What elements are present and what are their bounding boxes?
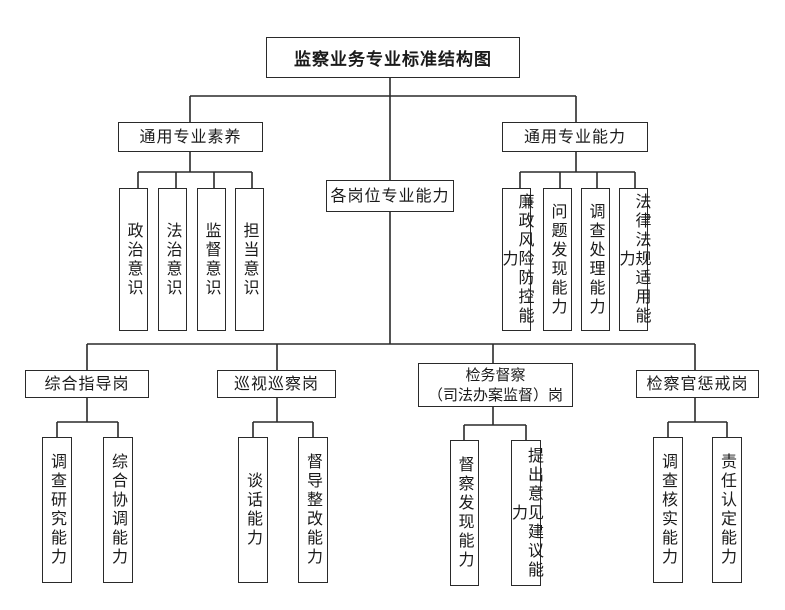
- post3-label-line1: 检务督察: [465, 366, 526, 384]
- post3-item-discovery: 督察发现能力: [450, 440, 479, 586]
- post4-item-verification: 调查核实能力: [653, 437, 683, 583]
- post-comprehensive-guidance: 综合指导岗: [25, 370, 149, 398]
- post4-item-responsibility: 责任认定能力: [712, 437, 742, 583]
- post1-item-research: 调查研究能力: [42, 437, 72, 583]
- ability-item-problem-discovery: 问题发现能力: [543, 188, 572, 331]
- post2-item-interview: 谈话能力: [238, 437, 268, 583]
- diagram-title: 监察业务专业标准结构图: [266, 37, 520, 78]
- ability-item-investigation: 调查处理能力: [581, 188, 610, 331]
- ability-item-integrity-risk: 廉政风险防控能力: [500, 188, 535, 331]
- post-procuratorial-supervision: 检务督察 （司法办案监督）岗: [418, 363, 573, 407]
- post-inspection-tour: 巡视巡察岗: [217, 370, 336, 398]
- general-ability-node: 通用专业能力: [502, 122, 648, 152]
- ability-item-law-application: 法律法规适用能力: [617, 188, 652, 331]
- post1-item-coordination: 综合协调能力: [103, 437, 133, 583]
- post-prosecutor-discipline: 检察官惩戒岗: [636, 370, 759, 398]
- quality-item-supervision: 监督意识: [197, 188, 226, 331]
- post3-item-suggestions: 提出意见建议能力: [509, 440, 544, 586]
- general-quality-node: 通用专业素养: [118, 122, 263, 152]
- post2-item-rectification: 督导整改能力: [298, 437, 328, 583]
- post-ability-node: 各岗位专业能力: [326, 180, 454, 212]
- post3-label-line2: （司法办案监督）岗: [427, 386, 563, 404]
- quality-item-political: 政治意识: [119, 188, 148, 331]
- quality-item-responsibility: 担当意识: [235, 188, 264, 331]
- quality-item-rule-of-law: 法治意识: [158, 188, 187, 331]
